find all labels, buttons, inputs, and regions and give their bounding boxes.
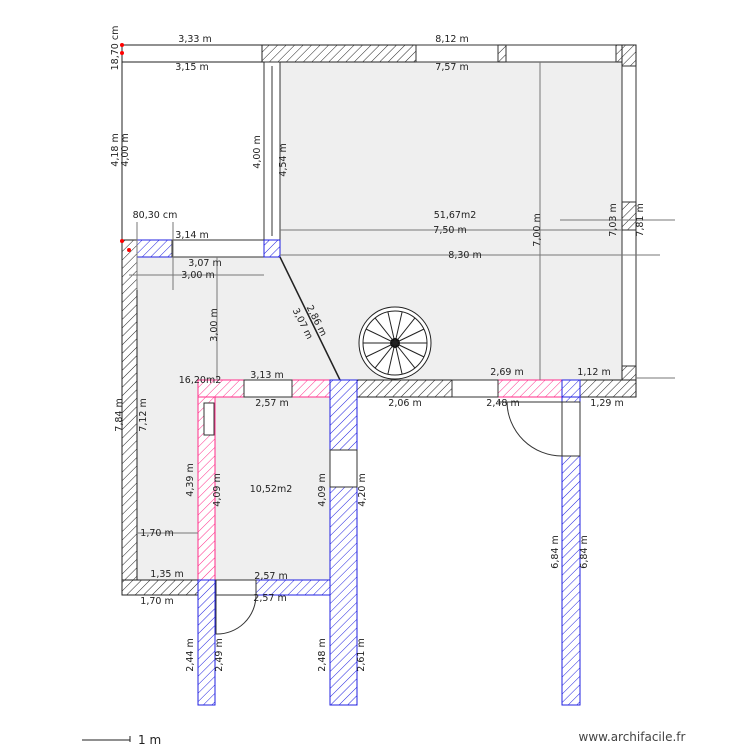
door-opening [561,401,581,457]
dimension-label: 2,57 m [254,571,287,582]
dimension-label: 3,14 m [175,230,208,241]
dimension-label: 4,09 m [317,473,328,506]
stair-tread [394,328,425,344]
scale-label: 1 m [138,733,161,747]
dimension-label: 2,57 m [253,593,286,604]
window [171,239,265,258]
area-label: 51,67m2 [434,210,477,221]
dimension-label: 2,48 m [317,638,328,671]
new-wall [561,379,581,398]
dimension-label: 4,18 m [110,133,121,166]
new-wall [561,396,581,706]
dimension-label: 2,61 m [356,638,367,671]
watermark: www.archifacile.fr [579,730,686,744]
window [505,44,617,63]
stair-tread [374,342,396,369]
window [621,229,637,367]
dimension-label: 2,57 m [255,398,288,409]
top-strip [121,44,263,63]
area-label: 10,52m2 [250,484,293,495]
dimension-label: 2,44 m [185,638,196,671]
stair-tread [394,342,425,358]
dimension-label: 3,33 m [178,34,211,45]
spiral-staircase-icon [358,306,432,380]
diagonal-partition [279,256,341,381]
stair-tread [387,342,396,375]
dimension-label: 6,84 m [550,535,561,568]
dimension-label: 2,69 m [490,367,523,378]
dimension-label: 7,81 m [635,203,646,236]
new-wall [263,239,281,258]
stair-tread [394,342,403,375]
dimension-label: 2,49 m [214,638,225,671]
area-label: 16,20m2 [179,375,222,386]
dimension-label: 1,12 m [577,367,610,378]
dimension-label: 1,29 m [590,398,623,409]
dimension-label: 4,54 m [278,143,289,176]
point-marker [120,51,124,55]
stair-tread [387,311,396,344]
dimension-label: 7,50 m [433,225,466,236]
dimension-label: 8,30 m [448,250,481,261]
window [243,379,293,398]
new-wall [329,379,358,706]
left-room [121,61,265,241]
window [621,65,637,203]
point-marker [127,248,131,252]
dimension-label: 2,48 m [486,398,519,409]
dimension-label: 3,00 m [209,308,220,341]
stair-tread [394,342,416,369]
door-swing-icon [506,401,563,457]
window [451,379,499,398]
corridor-floor [137,257,340,580]
dimension-label: 3,13 m [250,370,283,381]
dimension-label: 4,00 m [120,133,131,166]
stair-tread [365,342,396,358]
dimension-label: 1,70 m [140,528,173,539]
dimension-label: 1,70 m [140,596,173,607]
dimension-label: 4,20 m [357,473,368,506]
dimension-label: 7,00 m [532,213,543,246]
stair-tread [374,317,396,344]
dimension-label: 4,00 m [252,135,263,168]
dimension-label: 80,30 cm [133,210,178,221]
dimension-label: 3,07 m [188,258,221,269]
dimension-label: 7,84 m [114,398,125,431]
room-10-floor [215,397,330,580]
dimension-label: 4,09 m [212,473,223,506]
door-swing-icon [215,594,257,635]
dimension-label: 7,03 m [608,203,619,236]
dimension-label: 3,15 m [175,62,208,73]
dimension-label: 1,35 m [150,569,183,580]
bottom-left-wall [121,579,199,596]
dimension-label: 3,00 m [181,270,214,281]
stair-tread [365,328,396,344]
dimension-label: 18,70 cm [110,26,121,71]
point-marker [120,239,124,243]
dimension-label: 4,39 m [185,463,196,496]
window [415,44,499,63]
door-opening [329,449,358,488]
dimension-label: 2,06 m [388,398,421,409]
new-wall [136,239,173,258]
stair-tread [394,311,403,344]
point-marker [120,43,124,47]
window [203,402,215,436]
main-room-floor [280,62,622,380]
stair-tread [394,317,416,344]
dimension-label: 8,12 m [435,34,468,45]
dimension-label: 6,84 m [579,535,590,568]
new-wall [197,579,216,706]
dimension-lines [129,62,675,534]
door-opening [215,579,257,596]
dimension-label: 7,57 m [435,62,468,73]
dimension-label: 7,12 m [138,398,149,431]
